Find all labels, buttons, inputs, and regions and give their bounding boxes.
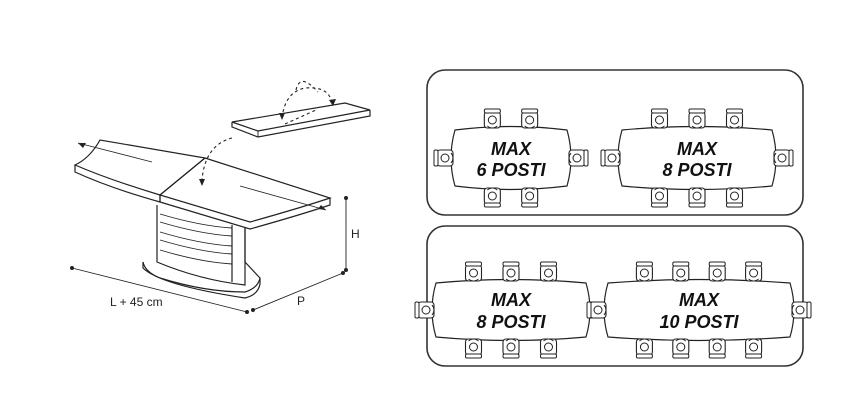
posti-label: 6 POSTI bbox=[476, 160, 546, 180]
seating-panels: MAX 6 POSTI MAX 8 POSTI MAX 8 POSTI MAX … bbox=[414, 69, 812, 367]
chair-icon bbox=[725, 187, 744, 208]
chair-icon bbox=[650, 187, 669, 208]
height-label: H bbox=[351, 227, 360, 241]
chair-icon bbox=[568, 149, 589, 167]
seating-panel-10: MAX 10 POSTI bbox=[586, 261, 812, 359]
table-shape-10 bbox=[586, 261, 812, 359]
chair-icon bbox=[521, 187, 539, 208]
chair-icon bbox=[600, 149, 621, 167]
seating-panel-6: MAX 6 POSTI bbox=[433, 108, 589, 208]
chair-icon bbox=[502, 338, 520, 359]
chair-icon bbox=[464, 261, 483, 282]
chair-icon bbox=[688, 187, 706, 208]
chair-icon bbox=[773, 149, 794, 167]
chair-icon bbox=[539, 261, 558, 282]
chair-icon bbox=[464, 338, 483, 359]
table-shape-6 bbox=[433, 108, 589, 208]
posti-label: 8 POSTI bbox=[662, 160, 732, 180]
max-label: MAX bbox=[491, 290, 532, 310]
chair-icon bbox=[586, 301, 607, 319]
chair-icon bbox=[725, 108, 744, 129]
chair-icon bbox=[433, 149, 454, 167]
chair-icon bbox=[635, 261, 653, 282]
panel-bottom bbox=[426, 225, 804, 367]
chair-icon bbox=[483, 108, 501, 129]
chair-icon bbox=[650, 108, 669, 129]
chair-icon bbox=[745, 338, 763, 359]
seating-panel-8b: MAX 8 POSTI bbox=[414, 261, 608, 359]
depth-label: P bbox=[297, 294, 305, 308]
chair-icon bbox=[708, 338, 726, 359]
posti-label: 10 POSTI bbox=[659, 312, 739, 332]
table-top bbox=[431, 278, 591, 342]
table-shape-8a bbox=[600, 108, 794, 208]
table-shape-8b bbox=[414, 261, 608, 359]
posti-label: 8 POSTI bbox=[476, 312, 546, 332]
panel-top bbox=[426, 69, 804, 216]
table-top bbox=[617, 125, 777, 191]
chair-icon bbox=[539, 338, 558, 359]
chair-icon bbox=[635, 338, 653, 359]
chair-icon bbox=[502, 261, 520, 282]
length-label: L + 45 cm bbox=[110, 295, 163, 309]
chair-icon bbox=[791, 301, 812, 319]
chair-icon bbox=[708, 261, 726, 282]
table-drawing: L + 45 cm P H bbox=[70, 80, 371, 314]
chair-icon bbox=[521, 108, 539, 129]
chair-icon bbox=[483, 187, 501, 208]
max-label: MAX bbox=[491, 139, 532, 159]
chair-icon bbox=[672, 338, 690, 359]
seating-panel-8a: MAX 8 POSTI bbox=[600, 108, 794, 208]
chair-icon bbox=[688, 108, 706, 129]
chair-icon bbox=[745, 261, 763, 282]
table-top bbox=[603, 278, 795, 342]
chair-icon bbox=[672, 261, 690, 282]
max-label: MAX bbox=[677, 139, 718, 159]
chair-icon bbox=[414, 301, 435, 319]
max-label: MAX bbox=[679, 290, 720, 310]
